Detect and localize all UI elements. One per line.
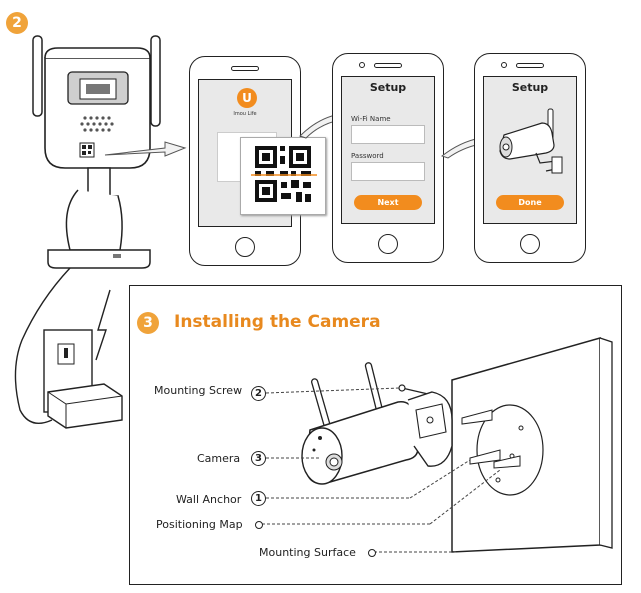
setup-title: Setup xyxy=(511,81,549,94)
callout-wall-anchor-number: 1 xyxy=(251,491,266,506)
wifi-name-label: Wi-Fi Name xyxy=(351,115,391,123)
home-button xyxy=(520,234,540,254)
arrow-camera-to-phone xyxy=(104,141,187,157)
step-3-number: 3 xyxy=(143,315,153,331)
phone-setup-done: Setup Done xyxy=(474,53,586,263)
callout-camera-number: 3 xyxy=(251,451,266,466)
mounting-illustration xyxy=(262,337,613,553)
callout-wall-anchor-label: Wall Anchor xyxy=(176,493,242,506)
phone-wifi-setup: Setup Wi-Fi Name Password Next xyxy=(332,53,444,263)
done-button[interactable]: Done xyxy=(496,195,564,210)
phone-speaker xyxy=(516,63,544,68)
installing-title: Installing the Camera xyxy=(174,312,381,332)
step-3-badge: 3 xyxy=(137,312,159,334)
callout-mounting-screw-number: 2 xyxy=(251,386,266,401)
callout-mounting-surface-label: Mounting Surface xyxy=(259,546,356,559)
callout-mounting-surface-dot xyxy=(368,549,376,557)
password-field[interactable] xyxy=(351,162,425,181)
qr-code-card xyxy=(240,137,326,215)
phone-camera-dot xyxy=(501,62,507,68)
password-label: Password xyxy=(351,152,384,160)
setup-title: Setup xyxy=(369,81,407,94)
camera-icon xyxy=(499,108,563,174)
callout-mounting-screw-label: Mounting Screw xyxy=(154,384,243,397)
callout-positioning-map-dot xyxy=(255,521,263,529)
camera-stand-illustration xyxy=(14,35,161,429)
phone-screen: Setup Done xyxy=(483,76,577,224)
wifi-name-field[interactable] xyxy=(351,125,425,144)
callout-camera-label: Camera xyxy=(197,452,241,465)
qr-code-icon xyxy=(251,146,317,202)
app-logo-icon: U xyxy=(237,88,257,108)
step-2-badge: 2 xyxy=(6,12,28,34)
phone-speaker xyxy=(374,63,402,68)
phone-speaker xyxy=(231,66,259,71)
callout-positioning-map-label: Positioning Map xyxy=(156,518,243,531)
phone-camera-dot xyxy=(359,62,365,68)
home-button xyxy=(378,234,398,254)
phone-screen: Setup Wi-Fi Name Password Next xyxy=(341,76,435,224)
step-2-number: 2 xyxy=(12,15,22,31)
next-button[interactable]: Next xyxy=(354,195,422,210)
app-brand-text: Imou Life xyxy=(233,111,257,117)
home-button xyxy=(235,237,255,257)
